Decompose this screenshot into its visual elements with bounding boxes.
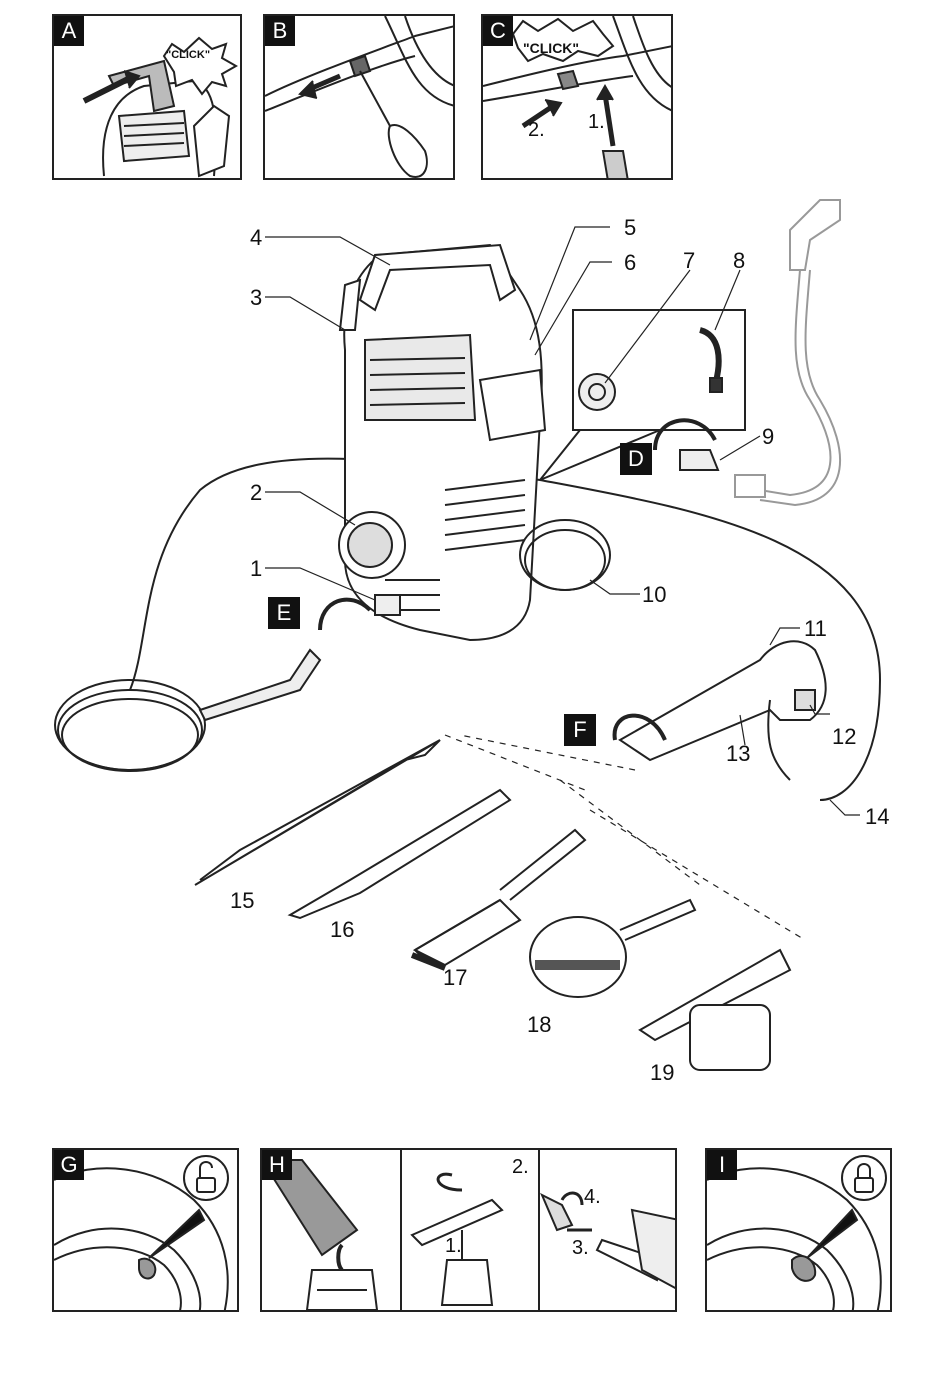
panel-a-letter: A [54,16,84,46]
click-text: "CLICK" [523,40,579,56]
step-f-label: F [564,714,596,746]
coupling [680,450,718,470]
panel-i: I [705,1148,892,1312]
water-inlet [579,374,615,410]
high-pressure-outlet [375,595,400,615]
part-label-12: 12 [832,724,856,750]
panel-i-letter: I [707,1150,737,1180]
wash-brush [415,900,520,965]
panel-h-letter: H [262,1150,292,1180]
part-label-16: 16 [330,917,354,943]
part-label-4: 4 [250,225,262,251]
step-1-label: 1. [445,1235,462,1258]
panel-b-letter: B [265,16,295,46]
step-2-label: 2. [512,1156,529,1179]
part-label-5: 5 [624,215,636,241]
panel-c: C "CLICK" 2. 1. [481,14,673,180]
part-label-19: 19 [650,1060,674,1086]
water-tap [790,200,840,270]
part-label-15: 15 [230,888,254,914]
panel-g-letter: G [54,1150,84,1180]
part-label-14: 14 [865,804,889,830]
panel-h-illustration [262,1150,677,1312]
part-label-1: 1 [250,556,262,582]
part-label-13: 13 [726,741,750,767]
step-1-label: 1. [588,111,605,134]
part-label-2: 2 [250,480,262,506]
accessory-holder [480,370,545,440]
panel-b: B [263,14,455,180]
rotating-brush [530,917,626,997]
step-e-label: E [268,597,300,629]
part-label-9: 9 [762,424,774,450]
panel-g: G [52,1148,239,1312]
part-label-10: 10 [642,582,666,608]
part-label-8: 8 [733,248,745,274]
part-label-6: 6 [624,250,636,276]
panel-a: A "CLICK" [52,14,242,180]
step-4-label: 4. [584,1186,601,1209]
step-d-label: D [620,443,652,475]
part-label-7: 7 [683,248,695,274]
panel-c-letter: C [483,16,513,46]
panel-h: H 1. 2. 3. 4. [260,1148,677,1312]
part-label-18: 18 [527,1012,551,1038]
step-3-label: 3. [572,1237,589,1260]
step-2-label: 2. [528,119,545,142]
part-label-3: 3 [250,285,262,311]
part-label-17: 17 [443,965,467,991]
click-text: "CLICK" [166,49,210,61]
part-label-11: 11 [804,616,827,642]
